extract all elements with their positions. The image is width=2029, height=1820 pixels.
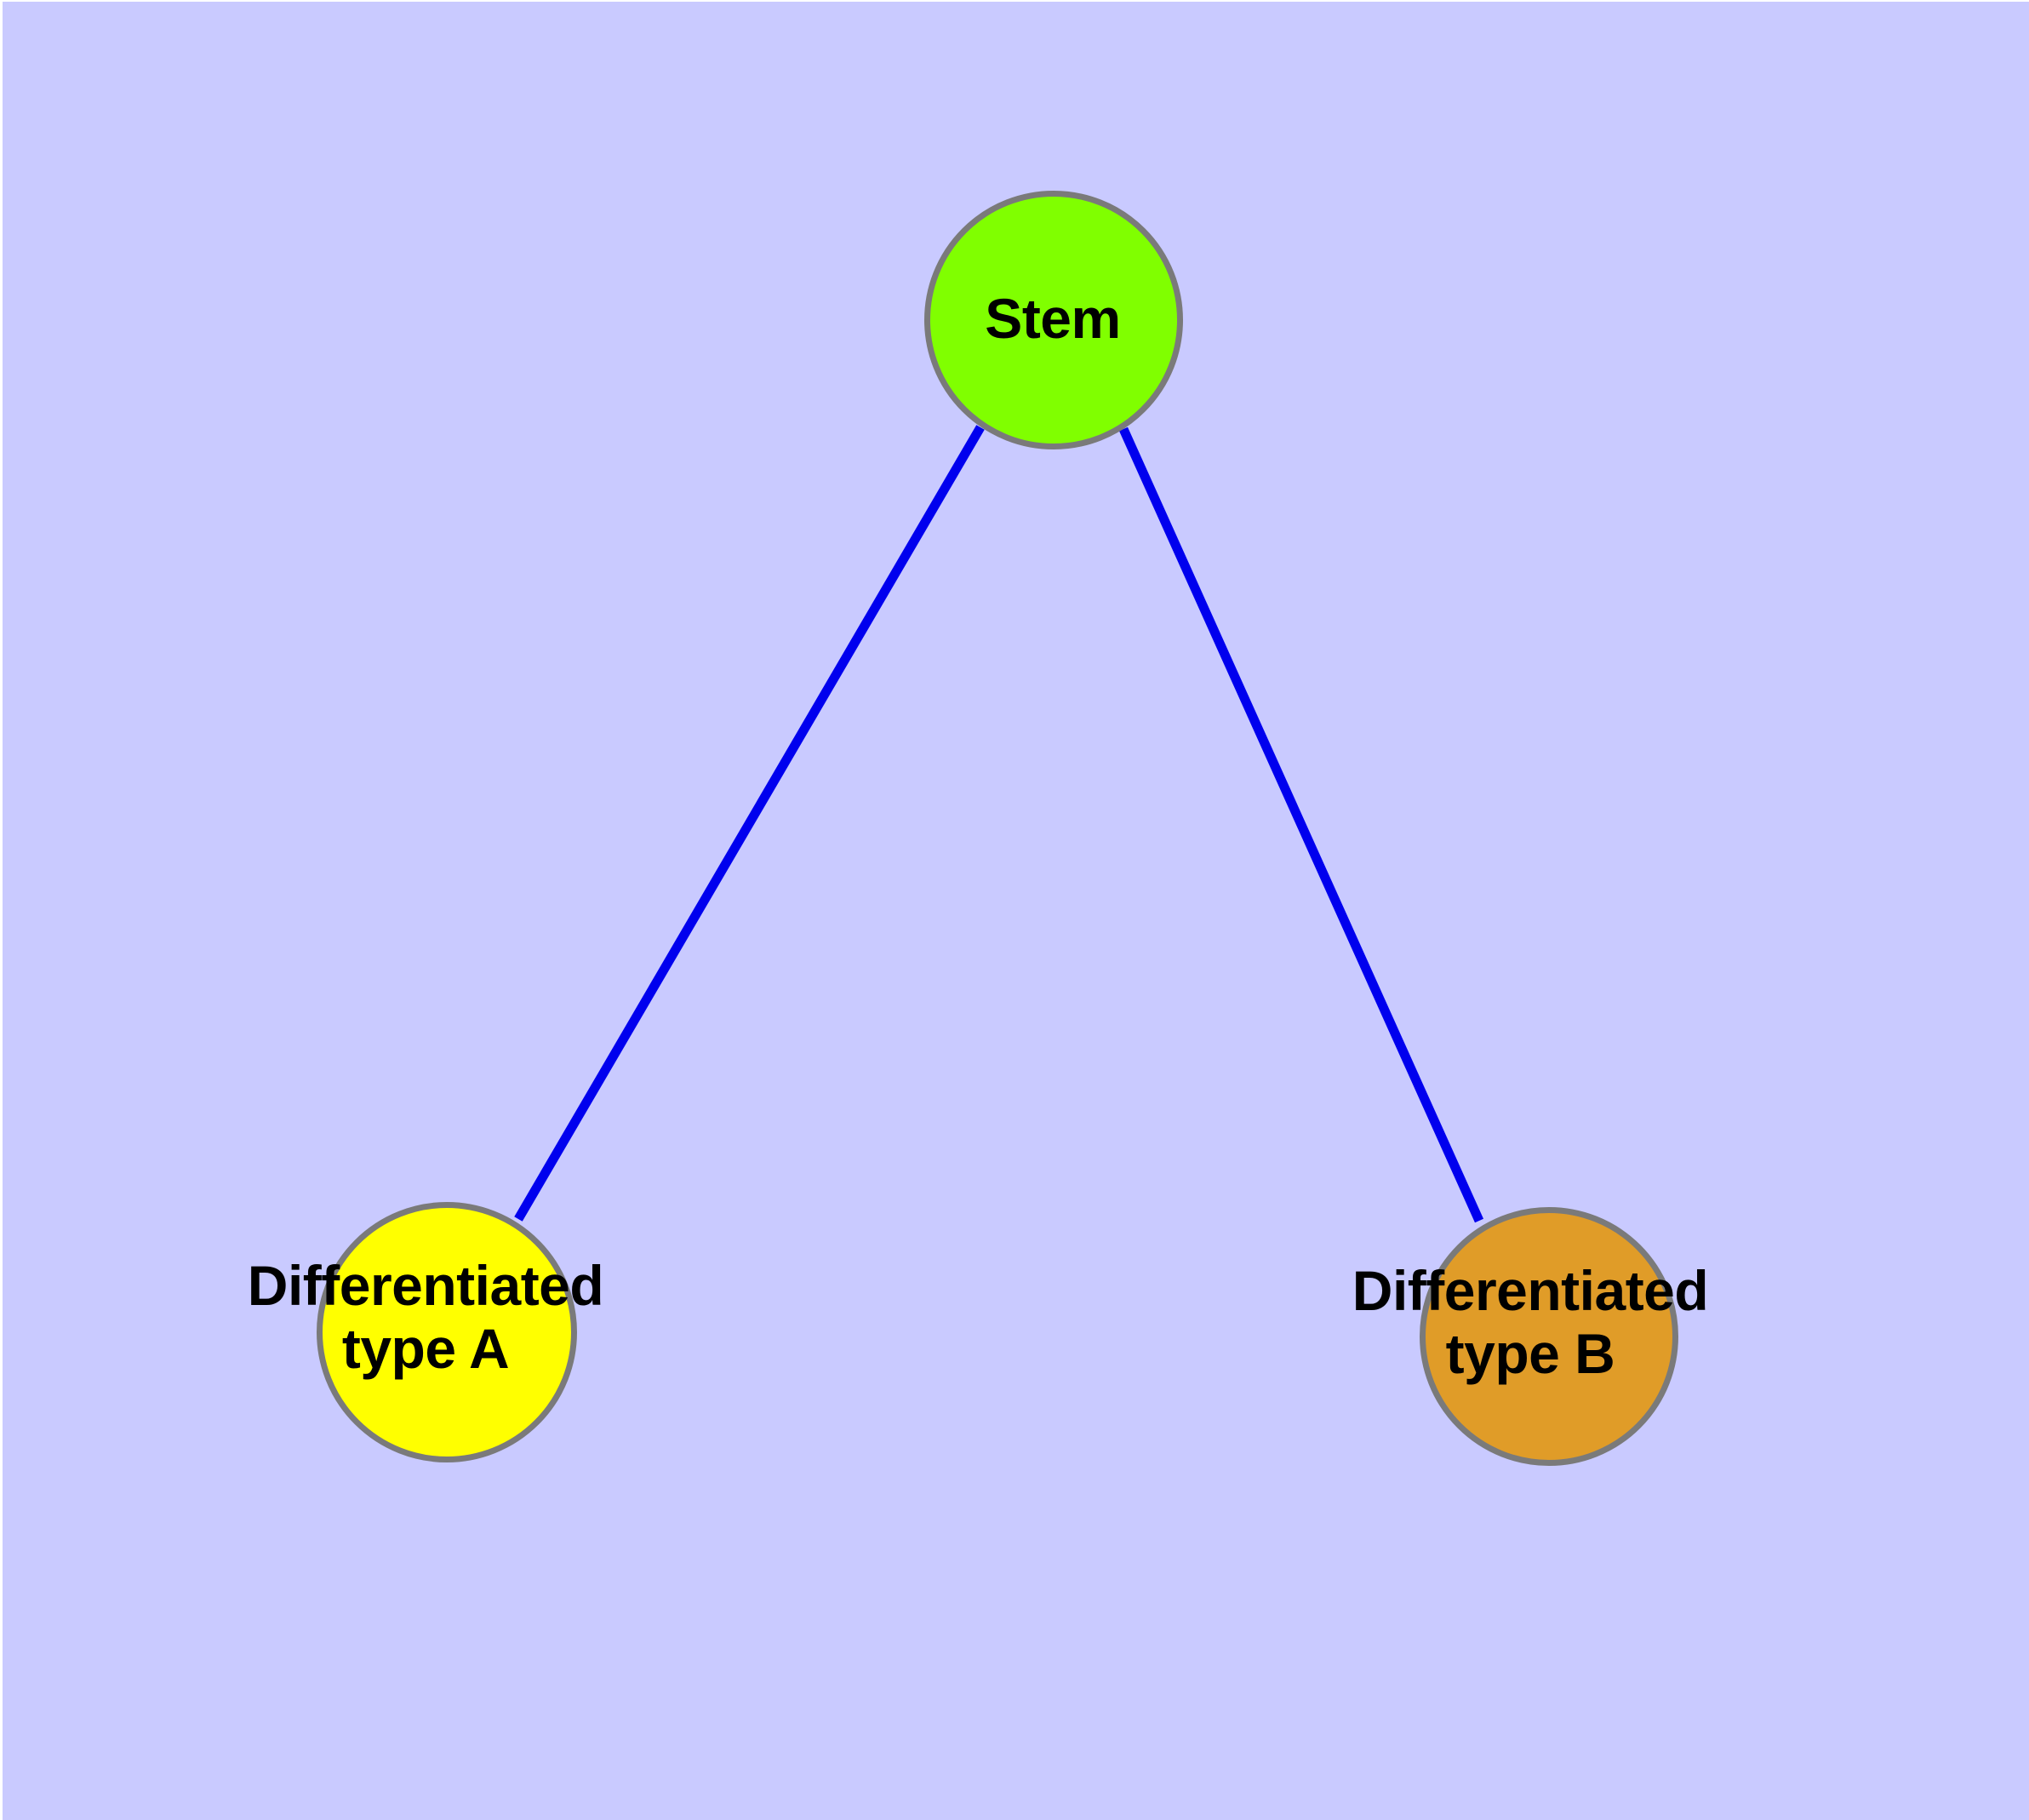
- edge-stem-to-differentiated-type-a: [514, 425, 985, 1222]
- node-differentiated-type-a[interactable]: [317, 1202, 577, 1462]
- node-differentiated-type-b[interactable]: [1420, 1207, 1678, 1466]
- node-stem[interactable]: [924, 191, 1183, 449]
- edge-stem-to-differentiated-type-b: [1118, 426, 1484, 1223]
